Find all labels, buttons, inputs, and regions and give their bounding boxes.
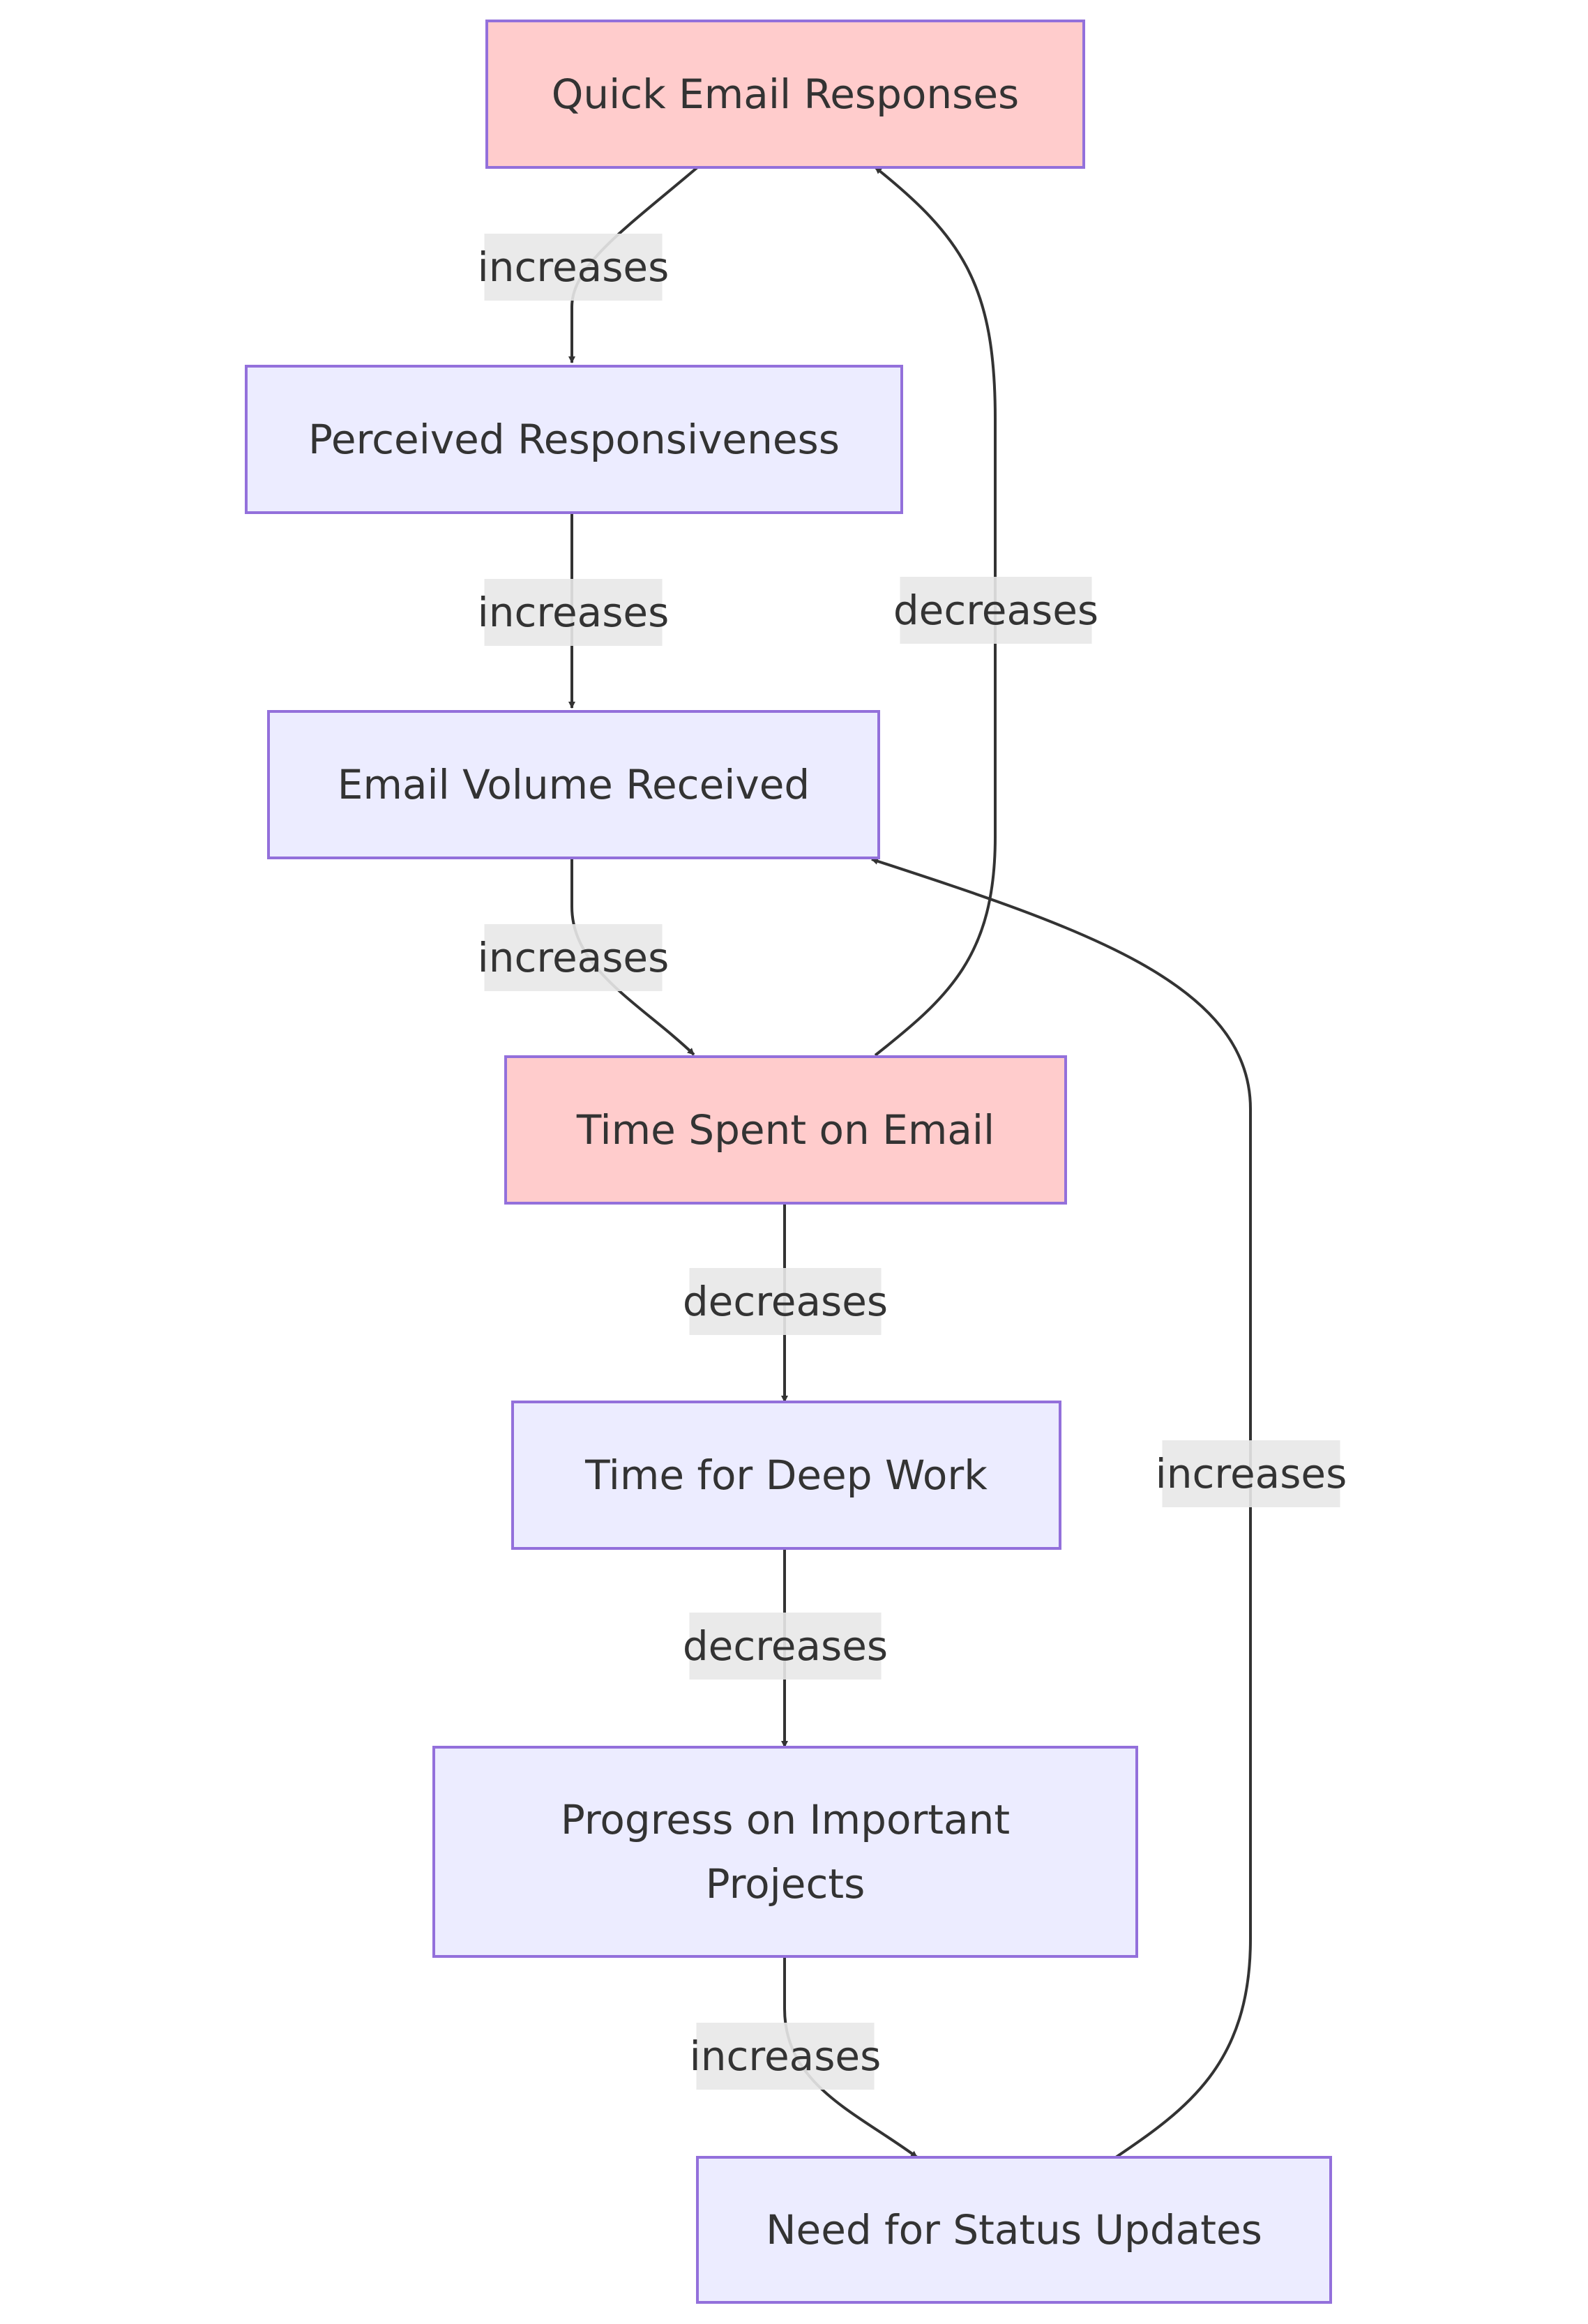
edge-label-background <box>900 577 1092 644</box>
node-label: Quick Email Responses <box>552 70 1020 118</box>
edge-label-background <box>484 924 663 991</box>
edge-label-background <box>689 1613 882 1680</box>
node-label: Time Spent on Email <box>576 1106 995 1154</box>
edge-labels: increases increases increases decreases decr… <box>478 234 1347 2090</box>
node-volume: Email Volume Received <box>267 710 880 859</box>
edge-label-background <box>1162 1440 1340 1507</box>
edge-label-text: increases <box>690 2032 882 2080</box>
node-quick-email: Quick Email Responses <box>485 20 1085 169</box>
edge-label-e2: increases <box>478 579 670 646</box>
edge-label-e7: increases <box>1156 1440 1347 1507</box>
edge-label-e6: increases <box>690 2023 882 2090</box>
edge-label-e5: decreases <box>683 1613 888 1680</box>
edge-time-email-to-quick-email <box>874 166 997 1057</box>
edge-label-e3: increases <box>478 924 670 991</box>
node-label: Time for Deep Work <box>584 1451 988 1499</box>
node-time-email: Time Spent on Email <box>504 1055 1067 1205</box>
node-label: Perceived Responsiveness <box>308 416 840 463</box>
edge-label-e1: increases <box>478 234 670 301</box>
edge-label-text: increases <box>1156 1450 1347 1497</box>
node-status: Need for Status Updates <box>696 2156 1332 2304</box>
edge-label-text: increases <box>478 934 670 981</box>
edge-label-text: decreases <box>683 1622 888 1670</box>
node-box <box>485 20 1085 169</box>
edge-label-e4: decreases <box>683 1268 888 1335</box>
edge-label-text: decreases <box>893 587 1098 634</box>
node-box <box>432 1746 1138 1958</box>
node-box <box>511 1401 1061 1550</box>
edge-label-background <box>484 579 663 646</box>
node-deep-work: Time for Deep Work <box>511 1401 1061 1550</box>
node-box <box>245 365 903 514</box>
edge-label-text: decreases <box>683 1278 888 1325</box>
edge-label-background <box>689 1268 882 1335</box>
edge-label-e8: decreases <box>893 577 1098 644</box>
node-perceived: Perceived Responsiveness <box>245 365 903 514</box>
edge-label-text: increases <box>478 243 670 291</box>
node-label: Need for Status Updates <box>766 2206 1262 2254</box>
edge-label-background <box>696 2023 875 2090</box>
node-box <box>267 710 880 859</box>
node-label: Email Volume Received <box>338 761 810 808</box>
edge-label-text: increases <box>478 589 670 636</box>
edge-status-to-volume <box>871 858 1252 2159</box>
edge-label-background <box>484 234 663 301</box>
node-box <box>696 2156 1332 2304</box>
node-box <box>504 1055 1067 1205</box>
